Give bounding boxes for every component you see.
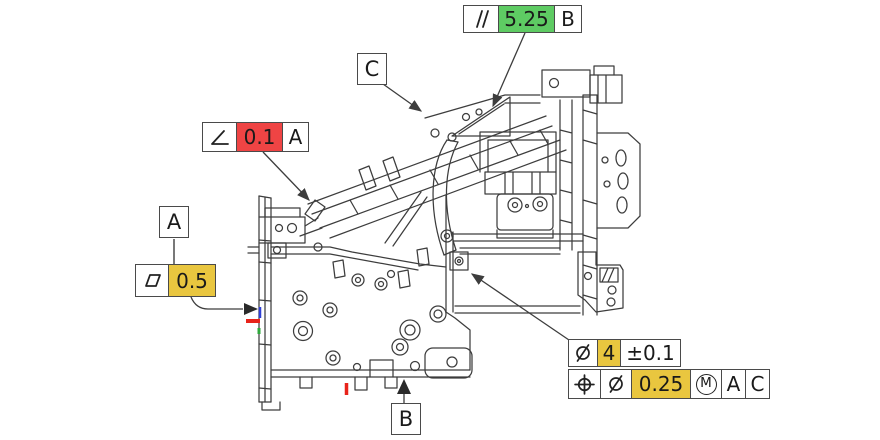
- top-bracket: [541, 65, 623, 104]
- inspection-ticks: [246, 307, 349, 395]
- fcf-flatness[interactable]: 0.5: [135, 264, 216, 297]
- top-left-bracket: [258, 207, 323, 259]
- left-rail: [247, 195, 281, 411]
- leader-flatness: [190, 296, 243, 310]
- position-value: 0.25: [631, 370, 690, 398]
- flatness-icon: [136, 265, 168, 296]
- panel-bosses: [292, 242, 421, 372]
- hole-size-tolerance: ±0.1: [620, 340, 680, 366]
- datum-label-b[interactable]: B: [391, 403, 421, 435]
- parallelism-datum: B: [554, 6, 581, 32]
- position-datum-2: C: [745, 370, 769, 398]
- leader-hole-size: [470, 273, 570, 341]
- parallelism-icon: [464, 6, 498, 32]
- diameter-icon: [569, 340, 597, 366]
- diameter-icon: [600, 370, 631, 398]
- right-rail: [582, 94, 598, 316]
- right-plate: [596, 132, 641, 229]
- fcf-hole-size[interactable]: 4 ±0.1: [568, 339, 681, 367]
- datum-b-text: B: [398, 407, 414, 431]
- angularity-icon: [203, 123, 236, 151]
- lower-panel: [270, 246, 473, 391]
- material-modifier-icon: M: [690, 370, 721, 398]
- datum-c-text: C: [364, 57, 380, 81]
- position-datum-1: A: [721, 370, 745, 398]
- datum-b-arrow: [397, 379, 411, 394]
- modifier-m-text: M: [695, 373, 717, 395]
- flatness-value: 0.5: [168, 265, 215, 296]
- leader-angularity: [262, 151, 310, 201]
- position-icon: [569, 370, 600, 398]
- bottom-right-bracket: [577, 251, 624, 313]
- datum-label-a[interactable]: A: [159, 206, 189, 238]
- fcf-angularity[interactable]: 0.1 A: [202, 122, 309, 152]
- hole-size-value: 4: [597, 340, 620, 366]
- leader-parallelism: [492, 32, 526, 108]
- fcf-position[interactable]: 0.25 M A C: [568, 369, 770, 399]
- angularity-datum: A: [282, 123, 308, 151]
- datum-label-c[interactable]: C: [357, 53, 387, 85]
- window-edges: [384, 191, 428, 247]
- diagonal-arm: [304, 115, 567, 239]
- leader-datum-c: [382, 83, 423, 112]
- datum-a-text: A: [166, 210, 182, 234]
- angularity-value: 0.1: [236, 123, 282, 151]
- top-gusset: [424, 94, 541, 137]
- mid-rails: [429, 99, 584, 323]
- fcf-parallelism[interactable]: 5.25 B: [463, 5, 582, 33]
- flatness-arrow: [244, 303, 258, 315]
- parallelism-value: 5.25: [498, 6, 554, 32]
